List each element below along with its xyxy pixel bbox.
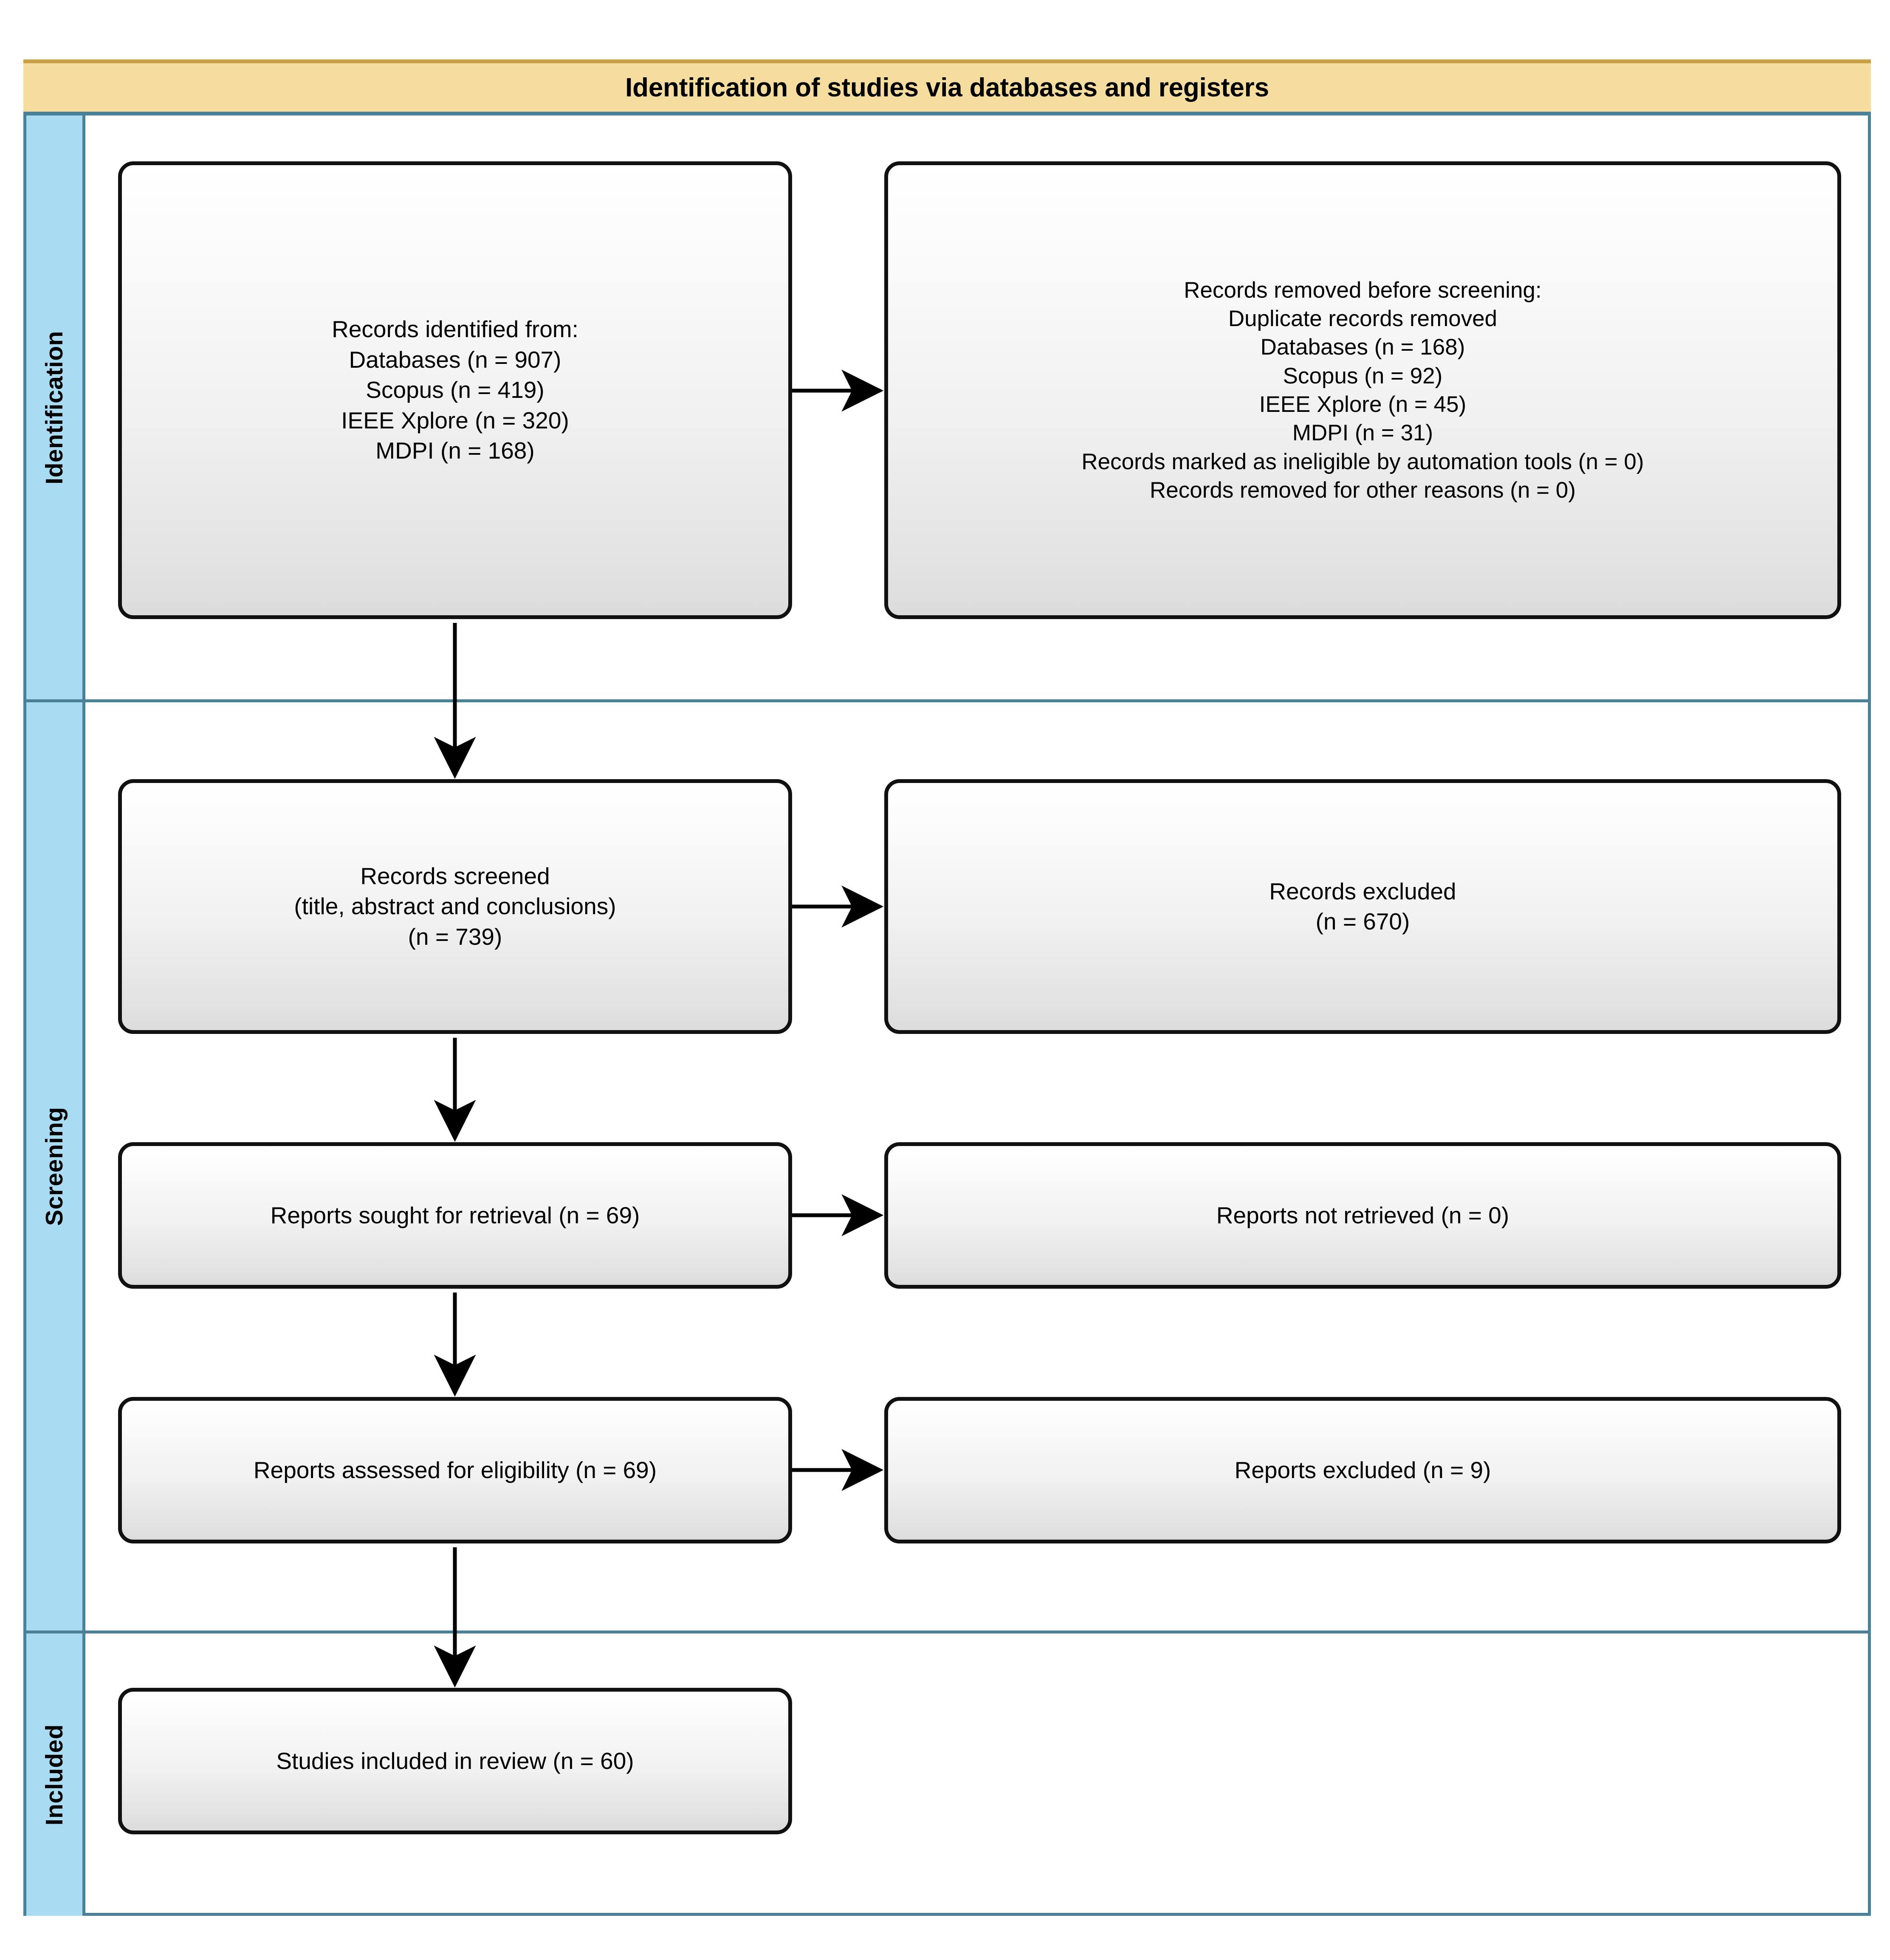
box-text-line: Reports sought for retrieval (n = 69) xyxy=(270,1202,640,1228)
page-title: Identification of studies via databases … xyxy=(625,73,1269,102)
box-records-excluded: Records excluded (n = 670) xyxy=(884,779,1841,1034)
box-text-line: Duplicate records removed xyxy=(1228,306,1498,332)
stage-divider-identification-screening xyxy=(23,699,1871,702)
box-reports-excluded: Reports excluded (n = 9) xyxy=(884,1397,1841,1543)
box-text-line: MDPI (n = 31) xyxy=(1292,420,1433,446)
box-studies-included-text: Studies included in review (n = 60) xyxy=(133,1746,777,1777)
box-text-line: Reports excluded (n = 9) xyxy=(1234,1456,1491,1483)
stage-label-identification: Identification xyxy=(41,330,68,484)
box-text-line: Reports assessed for eligibility (n = 69… xyxy=(253,1456,657,1483)
stage-divider-screening-included xyxy=(23,1631,1871,1633)
stage-cell-included: Included xyxy=(23,1633,85,1916)
box-reports-sought-text: Reports sought for retrieval (n = 69) xyxy=(133,1200,777,1231)
box-text-line: Scopus (n = 92) xyxy=(1283,363,1443,389)
box-text-line: Reports not retrieved (n = 0) xyxy=(1216,1202,1509,1228)
box-text-line: Records identified from: xyxy=(332,316,578,343)
box-text-line: Studies included in review (n = 60) xyxy=(276,1747,634,1774)
box-text-line: Databases (n = 168) xyxy=(1260,335,1465,360)
box-reports-assessed-for-eligibility: Reports assessed for eligibility (n = 69… xyxy=(118,1397,792,1543)
box-text-line: Records removed for other reasons (n = 0… xyxy=(1149,477,1576,503)
box-text-line: Databases (n = 907) xyxy=(349,346,561,373)
box-reports-not-retrieved-text: Reports not retrieved (n = 0) xyxy=(899,1200,1826,1231)
box-records-screened-text: Records screened (title, abstract and con… xyxy=(133,861,777,952)
box-records-excluded-text: Records excluded (n = 670) xyxy=(899,876,1826,937)
box-records-identified-text: Records identified from: Databases (n = 9… xyxy=(133,314,777,466)
box-text-line: Scopus (n = 419) xyxy=(366,377,544,403)
box-reports-not-retrieved: Reports not retrieved (n = 0) xyxy=(884,1142,1841,1289)
box-text-line: MDPI (n = 168) xyxy=(375,437,535,464)
box-records-identified: Records identified from: Databases (n = 9… xyxy=(118,161,792,619)
box-text-line: (n = 670) xyxy=(1315,908,1410,935)
box-text-line: (title, abstract and conclusions) xyxy=(294,893,616,920)
box-text-line: IEEE Xplore (n = 45) xyxy=(1259,392,1467,417)
box-records-screened: Records screened (title, abstract and con… xyxy=(118,779,792,1034)
box-text-line: Records removed before screening: xyxy=(1184,277,1542,303)
stage-label-included: Included xyxy=(41,1724,68,1825)
box-reports-assessed-text: Reports assessed for eligibility (n = 69… xyxy=(133,1455,777,1486)
box-studies-included-in-review: Studies included in review (n = 60) xyxy=(118,1688,792,1834)
box-text-line: IEEE Xplore (n = 320) xyxy=(341,407,569,434)
stage-label-screening: Screening xyxy=(41,1107,68,1226)
box-reports-excluded-text: Reports excluded (n = 9) xyxy=(899,1455,1826,1486)
box-records-removed-before-screening: Records removed before screening: Duplica… xyxy=(884,161,1841,619)
diagram-header-banner: Identification of studies via databases … xyxy=(23,59,1871,115)
box-text-line: Records screened xyxy=(360,862,550,889)
stage-cell-identification: Identification xyxy=(23,115,85,699)
box-text-line: Records excluded xyxy=(1269,878,1456,904)
box-text-line: Records marked as ineligible by automati… xyxy=(1081,449,1644,474)
box-text-line: (n = 739) xyxy=(408,923,502,950)
stage-cell-screening: Screening xyxy=(23,702,85,1631)
box-records-removed-text: Records removed before screening: Duplica… xyxy=(899,276,1826,504)
box-reports-sought-for-retrieval: Reports sought for retrieval (n = 69) xyxy=(118,1142,792,1289)
